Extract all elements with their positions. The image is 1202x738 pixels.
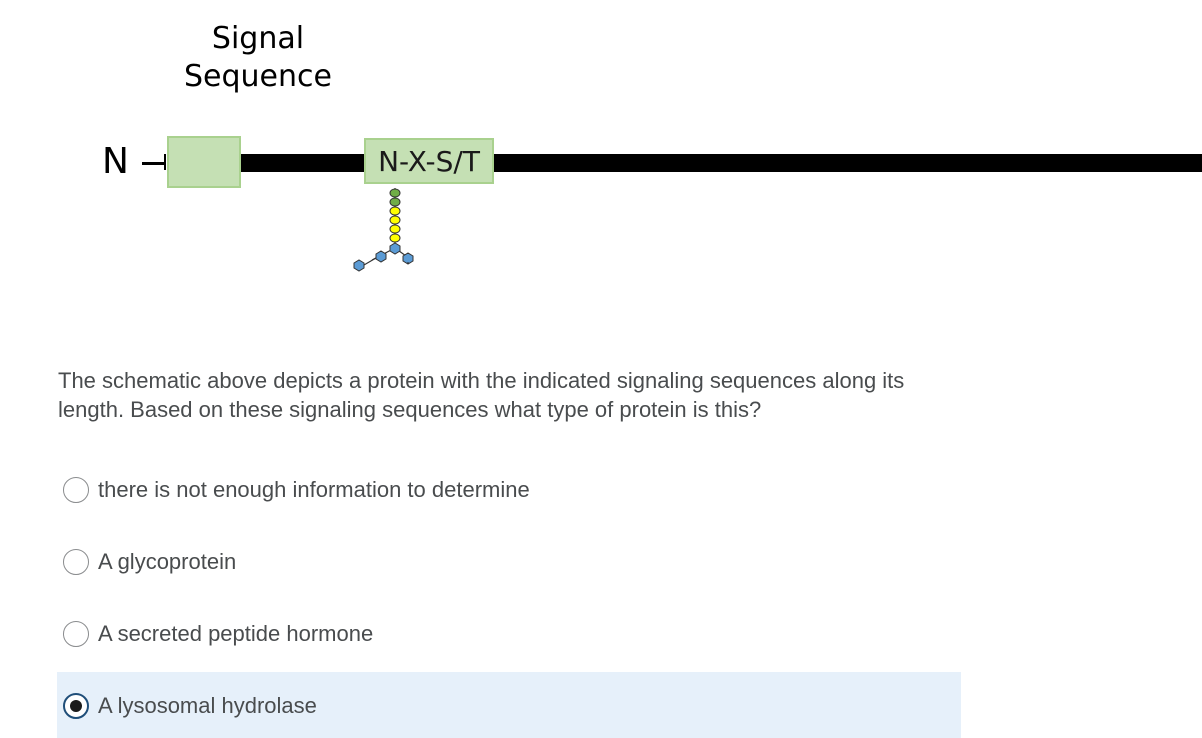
radio-button-selected[interactable] [63, 692, 89, 719]
glycosylation-motif-box: N-X-S/T [364, 138, 494, 184]
radio-button[interactable] [63, 548, 89, 575]
signal-sequence-label: Signal Sequence [180, 20, 336, 96]
n-terminus-tick [164, 154, 166, 170]
option-lysosomal-hydrolase[interactable]: A lysosomal hydrolase [57, 672, 961, 738]
answer-options: there is not enough information to deter… [57, 456, 961, 738]
option-label: there is not enough information to deter… [98, 476, 530, 502]
option-secreted-peptide-hormone[interactable]: A secreted peptide hormone [57, 600, 961, 667]
glycan-tree-icon [353, 188, 414, 272]
question-text: The schematic above depicts a protein wi… [58, 368, 905, 422]
n-terminus-connector [142, 162, 166, 165]
n-terminus-label: N [102, 141, 129, 182]
signal-sequence-box [167, 136, 241, 188]
radio-button[interactable] [63, 620, 89, 647]
radio-button[interactable] [63, 476, 89, 503]
option-label: A secreted peptide hormone [98, 620, 374, 646]
radio-selected-dot [70, 699, 82, 712]
signal-label-line1: Signal [211, 21, 305, 56]
option-label: A glycoprotein [98, 548, 237, 574]
option-glycoprotein[interactable]: A glycoprotein [57, 528, 961, 595]
protein-schematic: Signal Sequence N N-X-S/T [0, 0, 1202, 300]
signal-label-line2: Sequence [184, 59, 332, 94]
option-label: A lysosomal hydrolase [98, 692, 317, 718]
option-not-enough-info[interactable]: there is not enough information to deter… [57, 456, 961, 523]
